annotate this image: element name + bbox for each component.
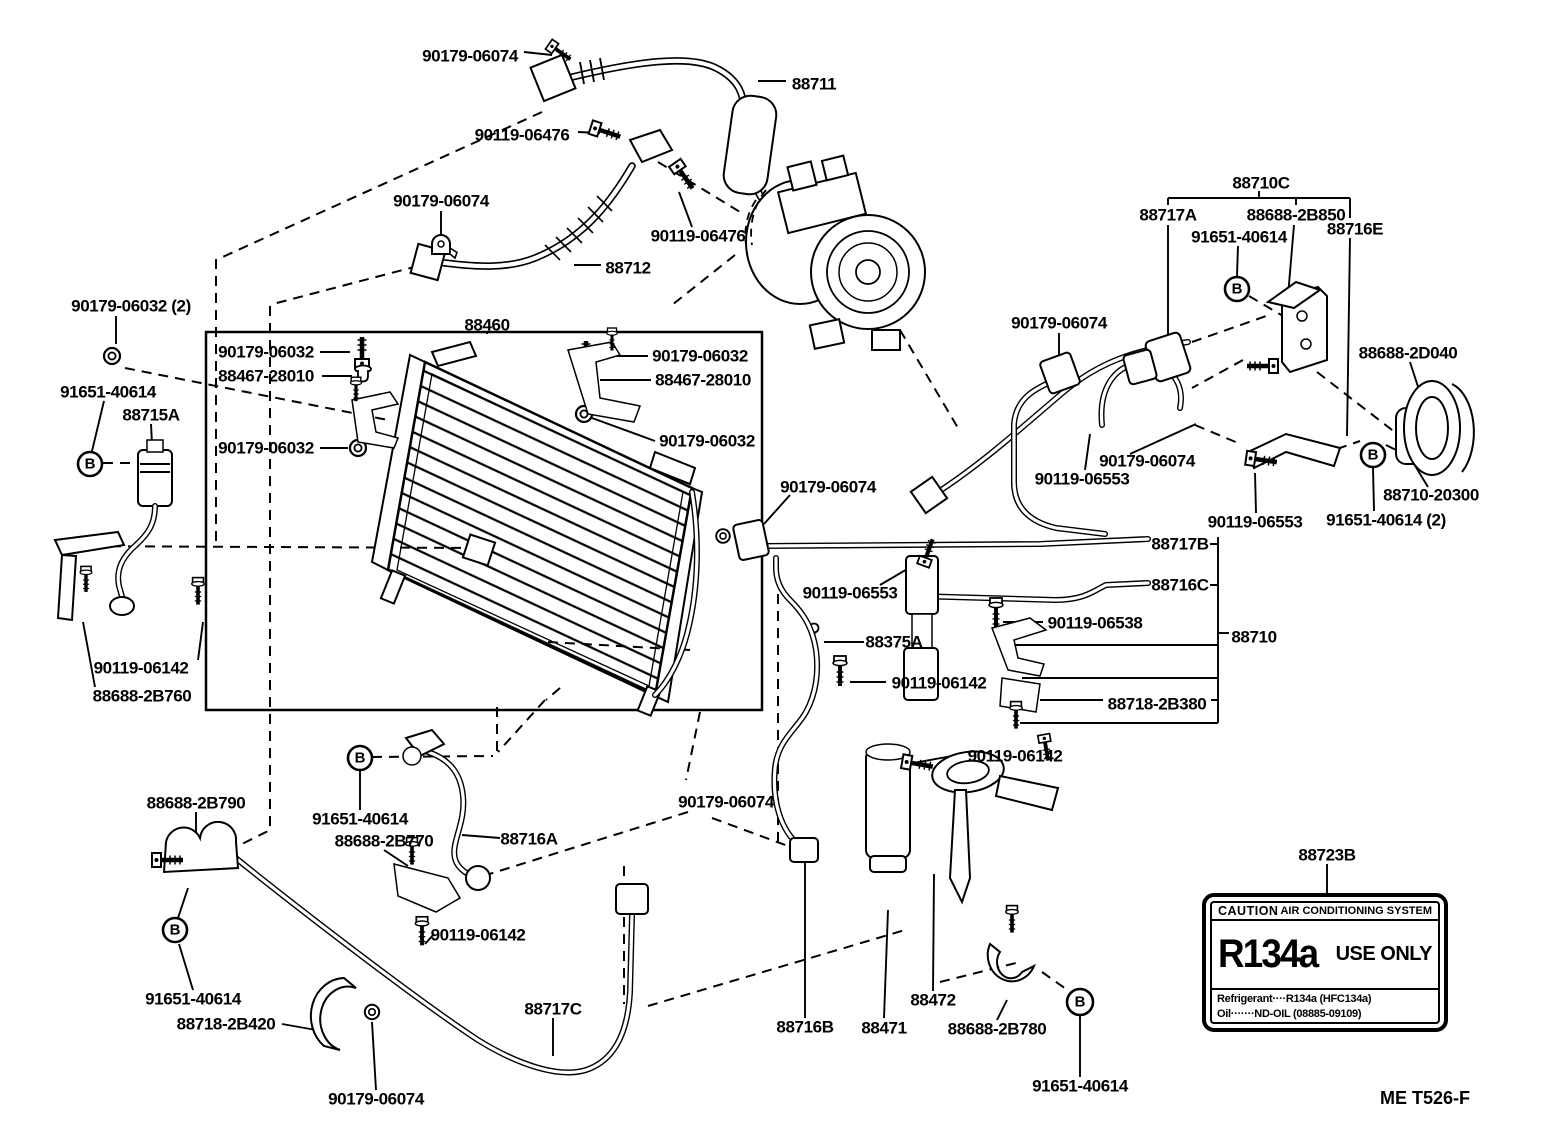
part-label-90179-06032-a: 90179-06032: [218, 343, 314, 362]
marker-b-4: B: [346, 744, 374, 772]
marker-b-1: B: [1223, 275, 1251, 303]
part-label-90119-06142-a: 90119-06142: [892, 674, 987, 693]
marker-b-letter: B: [355, 750, 366, 767]
part-number-labels: 90179-06074 88711 90119-06476 90179-0607…: [60, 47, 1479, 1109]
part-label-90179-06074-e: 90179-06074: [1099, 452, 1196, 471]
use-only-text: USE ONLY: [1335, 943, 1433, 966]
part-label-90179-06074-g: 90179-06074: [328, 1090, 425, 1109]
part-label-88472: 88472: [910, 991, 955, 1010]
part-label-90119-06553-a: 90119-06553: [1035, 470, 1130, 489]
caution-refrigerant-line: Refrigerant····R134a (HFC134a): [1217, 993, 1372, 1006]
part-label-90179-06074-c: 90179-06074: [1011, 314, 1108, 333]
part-label-90179-06074-d: 90179-06074: [780, 478, 877, 497]
part-label-88688-2b790: 88688-2B790: [147, 794, 246, 813]
part-label-88710c: 88710C: [1232, 174, 1289, 193]
part-label-90119-06476-a: 90119-06476: [475, 126, 570, 145]
refrigerant-type-text: R134a: [1218, 932, 1319, 977]
part-label-91651-40614-d: 91651-40614: [145, 990, 242, 1009]
part-label-88716b: 88716B: [776, 1018, 833, 1037]
part-label-90119-06142-c: 90119-06142: [431, 926, 526, 945]
part-label-88717b: 88717B: [1151, 535, 1208, 554]
part-label-88688-2b780: 88688-2B780: [948, 1020, 1047, 1039]
marker-b-letter: B: [1232, 281, 1243, 298]
part-label-88716c: 88716C: [1151, 576, 1208, 595]
caution-sticker: CAUTION AIR CONDITIONING SYSTEM R134a US…: [1202, 893, 1448, 1032]
pipe-88717c-area: [152, 820, 649, 1076]
marker-b-6: B: [1065, 987, 1095, 1017]
condenser-drawing: [348, 326, 704, 717]
part-label-88375a: 88375A: [865, 633, 922, 652]
part-label-90179-06074-b: 90179-06074: [393, 192, 490, 211]
part-label-90179-06074-a: 90179-06074: [422, 47, 519, 66]
caution-title: CAUTION: [1218, 904, 1279, 918]
part-label-91651-40614-e: 91651-40614: [1032, 1077, 1129, 1096]
part-label-88460: 88460: [464, 316, 509, 335]
part-label-88723b: 88723B: [1298, 846, 1355, 865]
part-label-88688-2b850: 88688-2B850: [1247, 206, 1346, 225]
part-label-88718-2b380: 88718-2B380: [1108, 695, 1207, 714]
left-sensor-bracket-area: [53, 346, 207, 622]
part-label-88710-20300: 88710-20300: [1383, 486, 1479, 505]
marker-b-letter: B: [170, 922, 181, 939]
part-label-88688-2d040: 88688-2D040: [1359, 344, 1458, 363]
part-label-88716a: 88716A: [500, 830, 557, 849]
part-label-91651-40614-x2: 91651-40614 (2): [1326, 511, 1446, 530]
part-label-88712: 88712: [605, 259, 650, 278]
caution-subtitle: AIR CONDITIONING SYSTEM: [1280, 905, 1432, 917]
caution-oil-line: Oil·······ND-OIL (08885-09109): [1217, 1007, 1362, 1020]
part-label-88467-28010-a: 88467-28010: [218, 367, 314, 386]
suction-hose-88712: [409, 37, 699, 282]
part-label-90179-06032-c: 90179-06032: [652, 347, 748, 366]
part-label-91651-40614-c: 91651-40614: [312, 810, 409, 829]
part-label-88718-2b420: 88718-2B420: [177, 1015, 276, 1034]
part-label-90119-06142-d: 90119-06142: [94, 659, 189, 678]
liquid-pipe-and-flange: [909, 280, 1475, 537]
part-label-88717a: 88717A: [1139, 206, 1196, 225]
marker-b-letter: B: [85, 456, 96, 473]
compressor-drawing: [744, 154, 926, 351]
part-label-90179-06032-b: 90179-06032: [218, 439, 314, 458]
part-label-91651-40614-a: 91651-40614: [1191, 228, 1288, 247]
marker-b-5: B: [161, 916, 189, 944]
part-label-90119-06476-b: 90119-06476: [651, 227, 746, 246]
part-label-90119-06553-c: 90119-06553: [803, 584, 898, 603]
part-label-90179-06074-f: 90179-06074: [678, 793, 775, 812]
part-label-90119-06142-b: 90119-06142: [968, 747, 1063, 766]
part-label-88717c: 88717C: [524, 1000, 581, 1019]
diagram-code: ME T526-F: [1380, 1088, 1471, 1108]
marker-b-letter: B: [1075, 994, 1086, 1011]
caution-sticker-inner: CAUTION AIR CONDITIONING SYSTEM R134a US…: [1210, 901, 1440, 1024]
part-label-90119-06538: 90119-06538: [1048, 614, 1143, 633]
part-label-88467-28010-b: 88467-28010: [655, 371, 751, 390]
part-label-88688-2b760: 88688-2B760: [93, 687, 192, 706]
part-label-90179-06032-x2: 90179-06032 (2): [71, 297, 191, 316]
leader-lines: [82, 51, 1429, 1091]
part-label-90119-06553-b: 90119-06553: [1208, 513, 1303, 532]
marker-b-2: B: [76, 450, 104, 478]
part-label-88711: 88711: [792, 75, 836, 94]
part-label-91651-40614-b: 91651-40614: [60, 383, 157, 402]
pipes-88717b-88716c: [715, 519, 1151, 731]
pipe-88716a-area: [393, 728, 491, 948]
part-label-88688-2b770: 88688-2B770: [335, 832, 434, 851]
part-label-88710: 88710: [1231, 628, 1276, 647]
marker-b-3: B: [1359, 441, 1387, 469]
part-label-88471: 88471: [861, 1019, 906, 1038]
part-label-88715a: 88715A: [122, 406, 179, 425]
dashed-construction-lines: [59, 111, 1407, 1007]
part-label-90179-06032-d: 90179-06032: [659, 432, 755, 451]
part-label-88716e: 88716E: [1327, 220, 1383, 239]
receiver-drier-area: [771, 555, 1060, 983]
b-markers: B B B B B B: [76, 275, 1387, 1017]
marker-b-letter: B: [1368, 447, 1379, 464]
